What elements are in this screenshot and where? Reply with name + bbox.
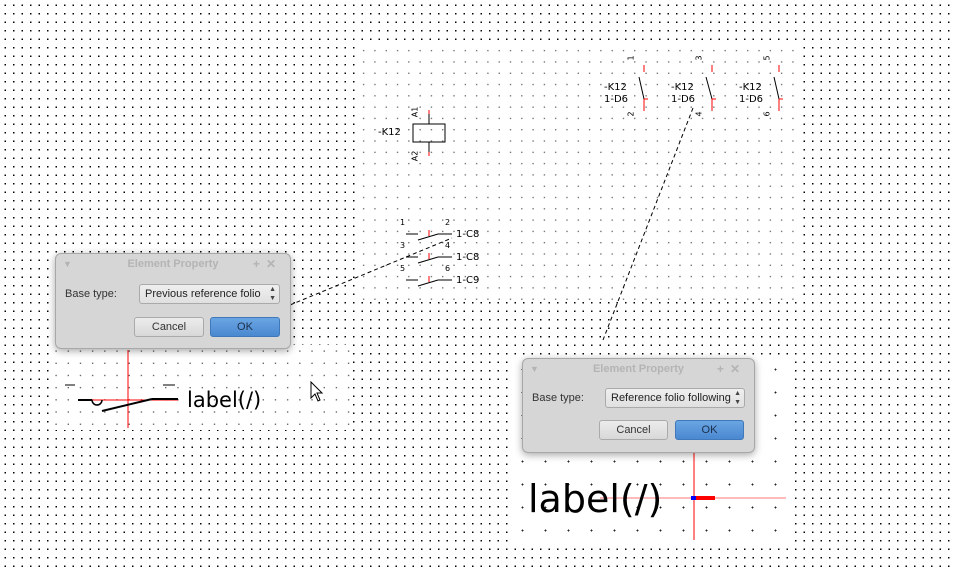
element-property-dialog-right: ▼ Element Property +✕ Base type: Reference… [522, 358, 755, 453]
contact-pin: 2 [445, 218, 451, 227]
contact-pin: 5 [400, 264, 406, 273]
contact-pin: 6 [762, 111, 772, 117]
contact-pin: 6 [445, 264, 451, 273]
contact-ref: -K12 [604, 82, 627, 93]
base-type-label: Base type: [532, 392, 584, 404]
contacts-top[interactable] [638, 65, 783, 111]
preview-label-left: label(/) [187, 388, 262, 412]
preview-label-right: label(/) [528, 477, 663, 521]
contact-folio: 1-C8 [456, 252, 480, 263]
menu-arrow-icon[interactable]: ▼ [63, 259, 72, 269]
base-type-value: Reference folio following [611, 392, 731, 404]
contact-pin: 1 [626, 55, 636, 61]
contact-ref: -K12 [671, 82, 694, 93]
base-type-select[interactable]: Reference folio following▲▼ [605, 388, 745, 408]
contact-row-2 [406, 253, 452, 264]
ok-button[interactable]: OK [675, 420, 744, 440]
contact-pin: 3 [694, 55, 704, 61]
mouse-cursor-icon [310, 380, 324, 402]
contact-folio: 1-C9 [456, 275, 480, 286]
contact-pin: 2 [626, 111, 636, 117]
preview-symbol-left [65, 350, 178, 428]
callout-line-right [602, 107, 694, 341]
element-preview-left [50, 345, 350, 430]
contact-pin: 4 [694, 111, 704, 117]
contact-5-6 [773, 65, 783, 111]
coil-pin-top: A1 [410, 106, 420, 118]
contact-folio: 1-C8 [456, 229, 480, 240]
pin-icon[interactable]: + [716, 362, 730, 376]
element-property-dialog-left: ▼ Element Property +✕ Base type: Previous … [55, 253, 291, 349]
menu-arrow-icon[interactable]: ▼ [530, 364, 539, 374]
dialog-title: Element Property [127, 258, 219, 270]
preview-symbol-right [600, 448, 786, 540]
contacts-left[interactable] [406, 230, 452, 287]
dialog-title: Element Property [592, 363, 685, 375]
base-type-select[interactable]: Previous reference folio ▲▼ [139, 284, 280, 304]
contact-pin: 3 [400, 241, 406, 250]
coil-label: -K12 [378, 127, 401, 138]
cancel-button[interactable]: Cancel [599, 420, 668, 440]
base-type-value: Previous reference folio [145, 288, 261, 300]
contact-3-4 [705, 65, 716, 111]
base-type-label: Base type: [65, 288, 117, 300]
contact-pin: 5 [762, 55, 772, 61]
contact-row-1 [406, 230, 452, 241]
spin-arrows-icon: ▲▼ [734, 390, 741, 406]
contact-folio: 1-D6 [671, 94, 696, 105]
contact-folio: 1-D6 [739, 94, 764, 105]
close-icon[interactable]: ✕ [265, 257, 282, 271]
contact-ref: -K12 [739, 82, 762, 93]
contact-folio: 1-D6 [604, 94, 629, 105]
contact-pin: 1 [400, 218, 406, 227]
callout-line-left [289, 237, 453, 306]
cancel-button[interactable]: Cancel [134, 317, 204, 337]
pin-icon[interactable]: + [252, 257, 266, 271]
coil-symbol[interactable] [412, 110, 446, 156]
coil-pin-bottom: A2 [410, 150, 420, 162]
ok-button[interactable]: OK [210, 317, 280, 337]
contact-1-2 [638, 65, 648, 111]
contact-row-3 [406, 276, 452, 287]
contact-pin: 4 [445, 241, 451, 250]
schematic-canvas-area [358, 45, 803, 300]
spin-arrows-icon: ▲▼ [269, 286, 276, 302]
close-icon[interactable]: ✕ [729, 362, 746, 376]
